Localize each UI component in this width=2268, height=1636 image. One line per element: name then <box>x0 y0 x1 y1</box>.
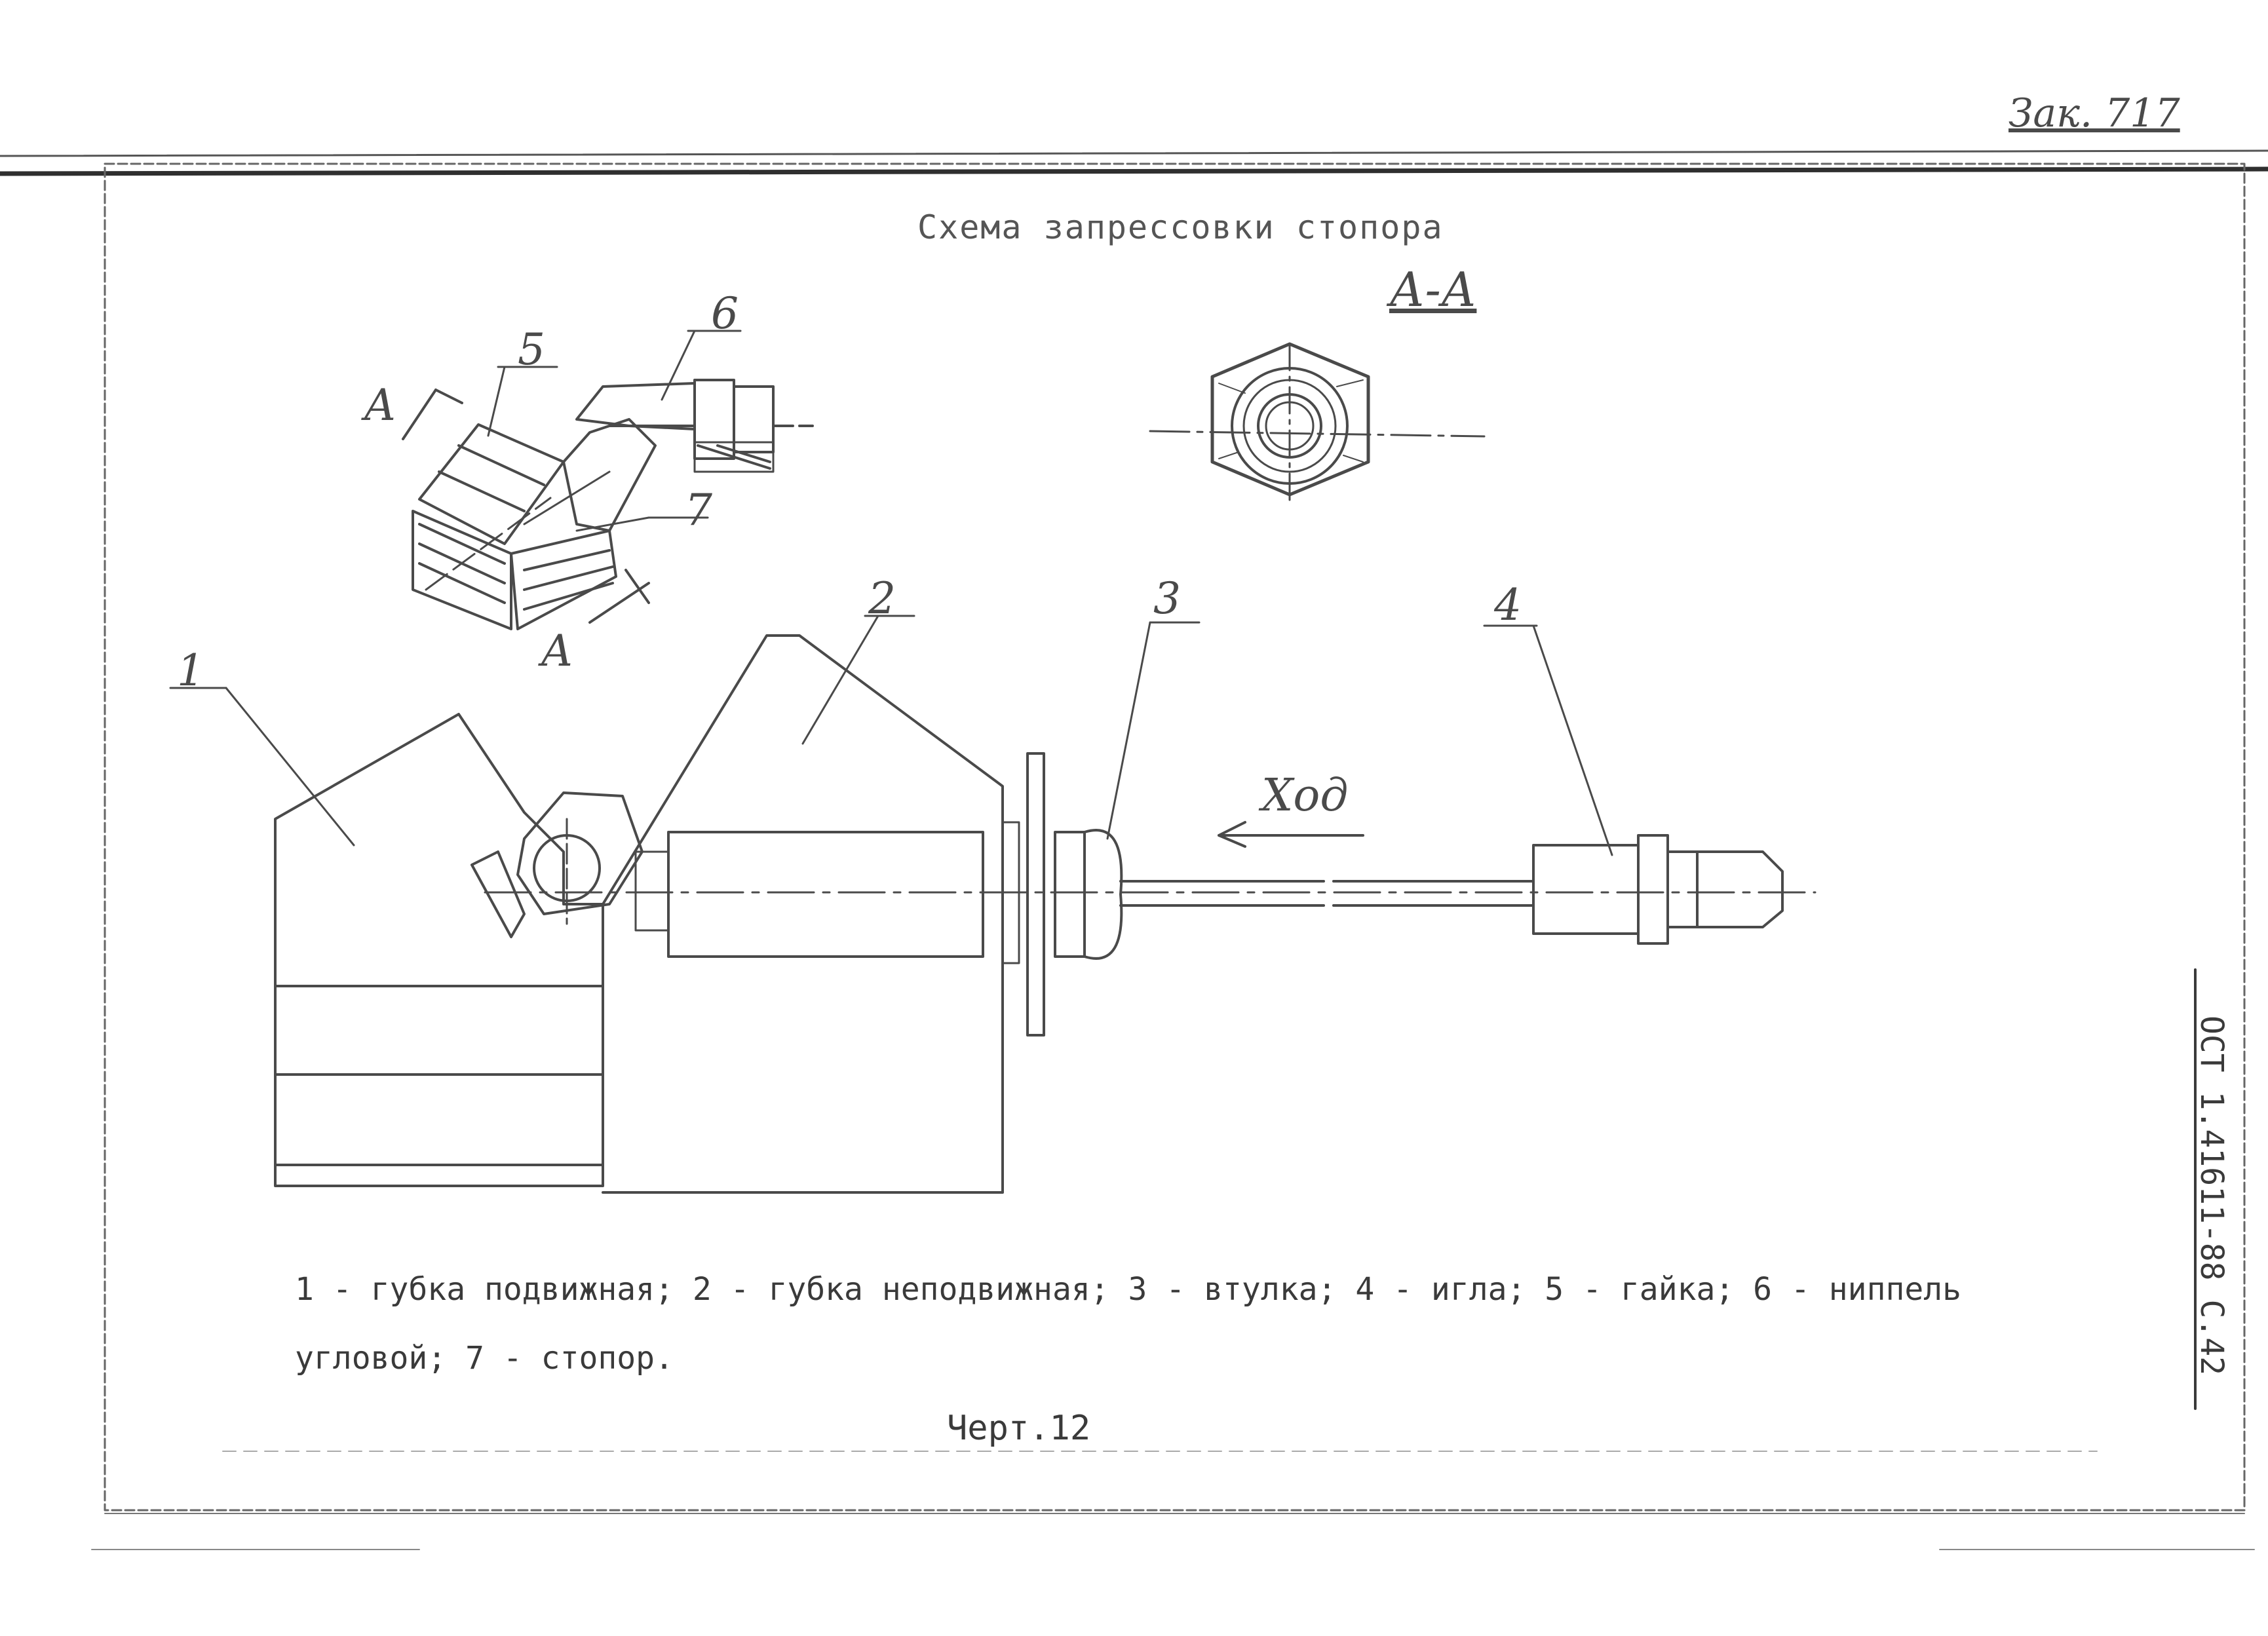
figure-caption: Черт.12 <box>947 1409 1091 1448</box>
callout-1: 1 <box>177 645 204 696</box>
leader-4 <box>1532 624 1613 856</box>
flange-plate <box>1026 752 1045 1037</box>
leader-1 <box>225 687 355 847</box>
top-rule-thick <box>0 166 2268 176</box>
page-title: Схема запрессовки стопора <box>917 208 1444 246</box>
nut-lower-hatched <box>412 510 512 630</box>
callout-7: 7 <box>685 485 712 535</box>
legend-line-1: 1 - губка подвижная; 2 - губка неподвижн… <box>295 1271 1962 1308</box>
section-axis-horizontal <box>1149 430 1486 438</box>
leader-6 <box>661 330 696 401</box>
section-mark-top: А <box>364 380 396 430</box>
section-view-aa <box>1149 342 1486 506</box>
leader-7 <box>575 516 650 532</box>
section-label: А-А <box>1389 262 1477 317</box>
direction-label: Ход <box>1261 770 1349 822</box>
needle-body-4 <box>1532 844 1640 935</box>
callout-2: 2 <box>868 573 896 624</box>
callout-5: 5 <box>518 324 545 375</box>
fixed-jaw <box>602 634 1004 1194</box>
side-stamp-text: ОСТ 1.41611-88 С.42 <box>2193 1016 2230 1376</box>
leader-2 <box>801 615 879 745</box>
bushing-3 <box>1083 829 1123 960</box>
nut-in-press <box>516 791 644 915</box>
callout-3: 3 <box>1153 573 1181 624</box>
callout-6: 6 <box>711 288 739 339</box>
order-note: Зак. 717 <box>2009 90 2180 136</box>
drawing-frame <box>104 162 2246 1512</box>
section-mark-bottom: А <box>541 626 573 676</box>
angled-stub <box>471 850 526 938</box>
sleeve-body <box>667 831 984 958</box>
top-rule-thin <box>0 149 2268 157</box>
side-stamp: ОСТ 1.41611-88 С.42 <box>2185 976 2238 1415</box>
nipple-thread-2 <box>733 385 775 453</box>
leader-3 <box>1106 621 1151 840</box>
nipple-elbow <box>562 418 657 532</box>
press-assembly <box>169 615 1816 1194</box>
callout-4: 4 <box>1494 580 1522 630</box>
legend-line-2: угловой; 7 - стопор. <box>295 1340 674 1377</box>
section-marker-top <box>402 389 437 440</box>
movable-jaw <box>274 713 604 1187</box>
leader-5 <box>487 366 506 437</box>
detail-axis <box>425 497 552 591</box>
stopper-sleeve <box>510 529 617 630</box>
angled-nipple-detail <box>402 330 814 630</box>
